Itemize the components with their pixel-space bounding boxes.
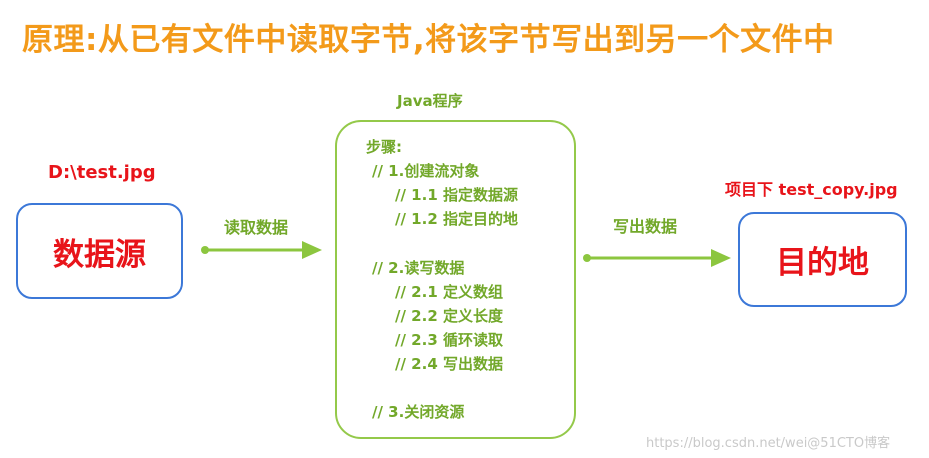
step-item: // 1.2 指定目的地 <box>395 210 518 228</box>
step-item: // 3.关闭资源 <box>372 403 465 421</box>
program-steps: 步骤: // 1.创建流对象 // 1.1 指定数据源 // 1.2 指定目的地… <box>337 122 574 437</box>
program-box: 步骤: // 1.创建流对象 // 1.1 指定数据源 // 1.2 指定目的地… <box>335 120 576 439</box>
step-item: // 1.1 指定数据源 <box>395 186 518 204</box>
read-edge-label: 读取数据 <box>224 218 289 237</box>
target-node: 目的地 <box>738 212 907 307</box>
program-label: Java程序 <box>397 92 463 110</box>
step-header: 步骤: <box>366 138 402 156</box>
source-path-label: D:\test.jpg <box>48 162 156 183</box>
write-edge-label: 写出数据 <box>613 217 678 236</box>
step-item: // 2.1 定义数组 <box>395 283 503 301</box>
step-item: // 2.读写数据 <box>372 259 465 277</box>
target-node-label: 目的地 <box>776 245 869 281</box>
step-item: // 2.4 写出数据 <box>395 355 503 373</box>
source-node-label: 数据源 <box>53 236 146 273</box>
watermark: https://blog.csdn.net/wei@51CTO博客 <box>646 436 891 451</box>
step-item: // 2.3 循环读取 <box>395 331 503 349</box>
step-item: // 2.2 定义长度 <box>395 307 503 325</box>
step-item: // 1.创建流对象 <box>372 162 480 180</box>
read-arrow <box>201 241 322 259</box>
target-path-label: 项目下 test_copy.jpg <box>725 180 898 199</box>
write-arrow <box>583 249 731 267</box>
source-node: 数据源 <box>16 203 183 299</box>
diagram-title: 原理:从已有文件中读取字节,将该字节写出到另一个文件中 <box>22 22 835 58</box>
